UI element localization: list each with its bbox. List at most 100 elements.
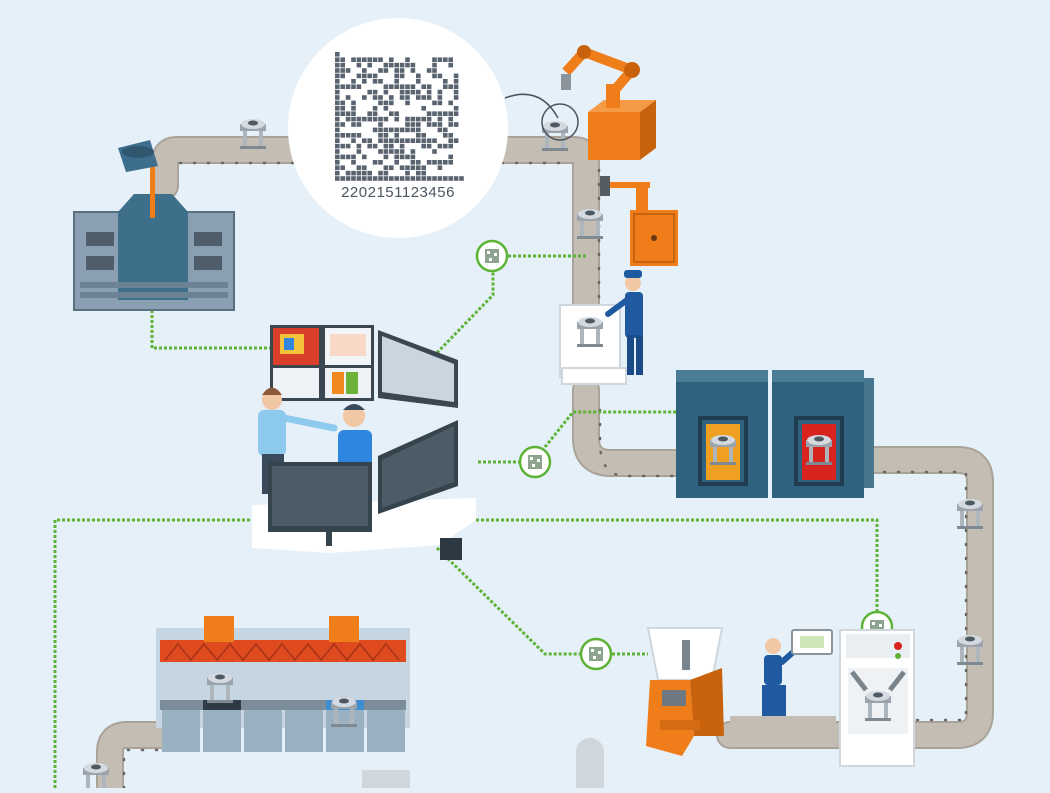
qr-module	[389, 111, 394, 116]
qr-module	[356, 165, 362, 170]
conveyor-segment	[730, 716, 836, 740]
qr-module	[362, 176, 367, 181]
qr-module	[340, 73, 345, 79]
qr-module	[367, 89, 372, 95]
qr-module	[340, 143, 345, 149]
lower-block	[362, 770, 410, 788]
qr-module	[340, 106, 345, 111]
qr-module	[405, 154, 410, 160]
qr-module	[372, 116, 378, 122]
qr-module	[394, 73, 399, 79]
qr-module	[443, 111, 448, 116]
qr-module	[345, 133, 351, 138]
qr-module	[372, 111, 378, 116]
qr-module	[356, 62, 362, 68]
worker-touch-panel	[762, 629, 833, 717]
qr-module	[345, 176, 351, 181]
qr-module	[356, 57, 362, 62]
qr-module	[443, 57, 448, 62]
qr-module	[345, 111, 351, 116]
qr-module	[399, 149, 405, 154]
qr-module	[345, 95, 351, 100]
qr-module	[351, 111, 356, 116]
qr-module	[432, 100, 437, 106]
marking-machine	[600, 176, 678, 266]
qr-module	[367, 176, 372, 181]
qr-module	[416, 160, 421, 165]
qr-module	[426, 95, 432, 100]
qr-module	[356, 133, 362, 138]
qr-module	[367, 116, 372, 122]
qr-module	[335, 165, 340, 170]
qr-module	[437, 160, 443, 165]
qr-module	[410, 62, 416, 68]
qr-module	[383, 106, 389, 111]
qr-code-panel	[288, 18, 579, 238]
qr-module	[453, 111, 459, 116]
qr-module	[351, 84, 356, 89]
qr-module	[383, 89, 389, 95]
qr-module	[351, 100, 356, 106]
network-lines	[53, 254, 879, 788]
qr-module	[372, 95, 378, 100]
qr-module	[410, 138, 416, 143]
qr-module	[432, 122, 437, 127]
qr-module	[351, 106, 356, 111]
qr-module	[394, 127, 399, 133]
qr-module	[389, 62, 394, 68]
qr-module	[410, 116, 416, 122]
qr-module	[432, 160, 437, 165]
qr-module	[362, 79, 367, 84]
qr-module	[437, 95, 443, 100]
qr-module	[389, 84, 394, 89]
qr-module	[335, 111, 340, 116]
qr-module	[367, 111, 372, 116]
qr-module	[437, 127, 443, 133]
qr-module	[345, 143, 351, 149]
qr-module	[362, 138, 367, 143]
qr-module	[335, 116, 340, 122]
qr-module	[394, 160, 399, 165]
qr-module	[335, 57, 340, 62]
qr-module	[335, 106, 340, 111]
qr-module	[448, 143, 453, 149]
qr-module	[345, 154, 351, 160]
qr-module	[372, 176, 378, 181]
qr-module	[416, 133, 421, 138]
qr-module	[383, 133, 389, 138]
qr-module	[405, 138, 410, 143]
qr-module	[351, 57, 356, 62]
qr-module	[340, 57, 345, 62]
qr-module	[389, 149, 394, 154]
qr-module	[383, 68, 389, 73]
qr-module	[378, 176, 383, 181]
qr-module	[443, 133, 448, 138]
qr-module	[437, 165, 443, 170]
qr-module	[437, 111, 443, 116]
qr-module	[351, 176, 356, 181]
qr-module	[345, 116, 351, 122]
qr-module	[421, 170, 426, 176]
qr-module	[426, 84, 432, 89]
qr-module	[453, 89, 459, 95]
qr-module	[367, 138, 372, 143]
qr-module	[421, 165, 426, 170]
qr-module	[421, 176, 426, 181]
qr-module	[448, 122, 453, 127]
qr-module	[448, 176, 453, 181]
qr-module	[335, 84, 340, 89]
qr-module	[399, 95, 405, 100]
qr-module	[416, 73, 421, 79]
qr-module	[351, 170, 356, 176]
qr-module	[410, 127, 416, 133]
qr-module	[383, 100, 389, 106]
qr-module	[335, 89, 340, 95]
qr-module	[399, 143, 405, 149]
qr-module	[389, 176, 394, 181]
qr-module	[416, 122, 421, 127]
qr-module	[367, 170, 372, 176]
qr-module	[410, 68, 416, 73]
qr-module	[437, 176, 443, 181]
qr-module	[362, 68, 367, 73]
qr-module	[383, 62, 389, 68]
